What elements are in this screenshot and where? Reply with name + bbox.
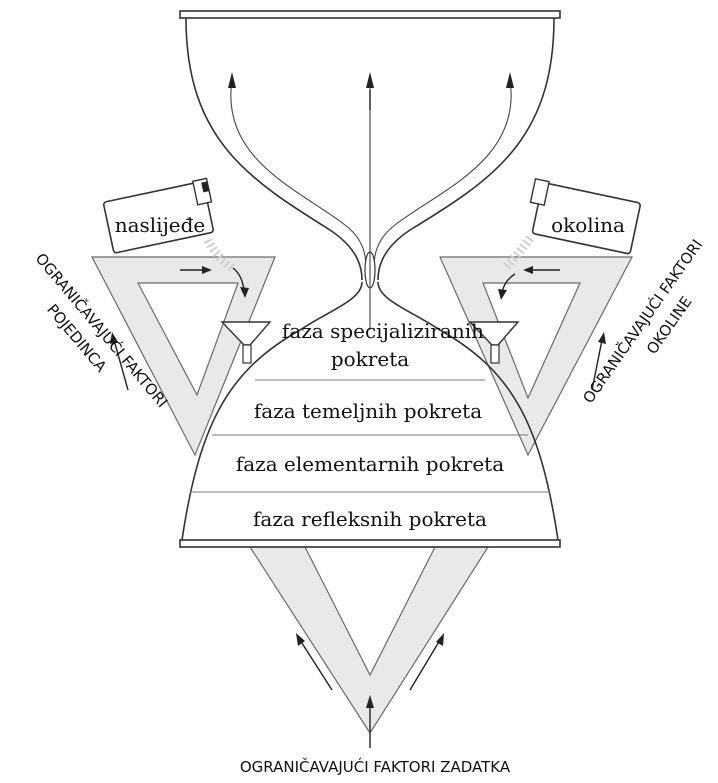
hourglass-bottom-rim — [180, 540, 560, 547]
center-up-arrow — [366, 72, 374, 110]
fundamental-phase-label: faza temeljnih pokreta — [254, 399, 482, 423]
left-upper-arrow — [228, 72, 236, 88]
environment-label: okolina — [551, 213, 625, 237]
task-constraints-label: OGRANIČAVAJUĆI FAKTORI ZADATKA — [240, 757, 511, 776]
heredity-label: naslijeđe — [115, 213, 206, 237]
right-upper-arrow — [506, 72, 514, 88]
reflexive-phase-label: faza refleksnih pokreta — [253, 507, 487, 531]
hourglass-top-rim — [180, 11, 560, 18]
specialized-phase-label-line1: faza specijaliziranih — [282, 319, 484, 343]
specialized-phase-label-line2: pokreta — [331, 347, 409, 371]
environment-constraint-triangle — [440, 257, 632, 455]
elementary-phase-label: faza elementarnih pokreta — [236, 452, 504, 476]
